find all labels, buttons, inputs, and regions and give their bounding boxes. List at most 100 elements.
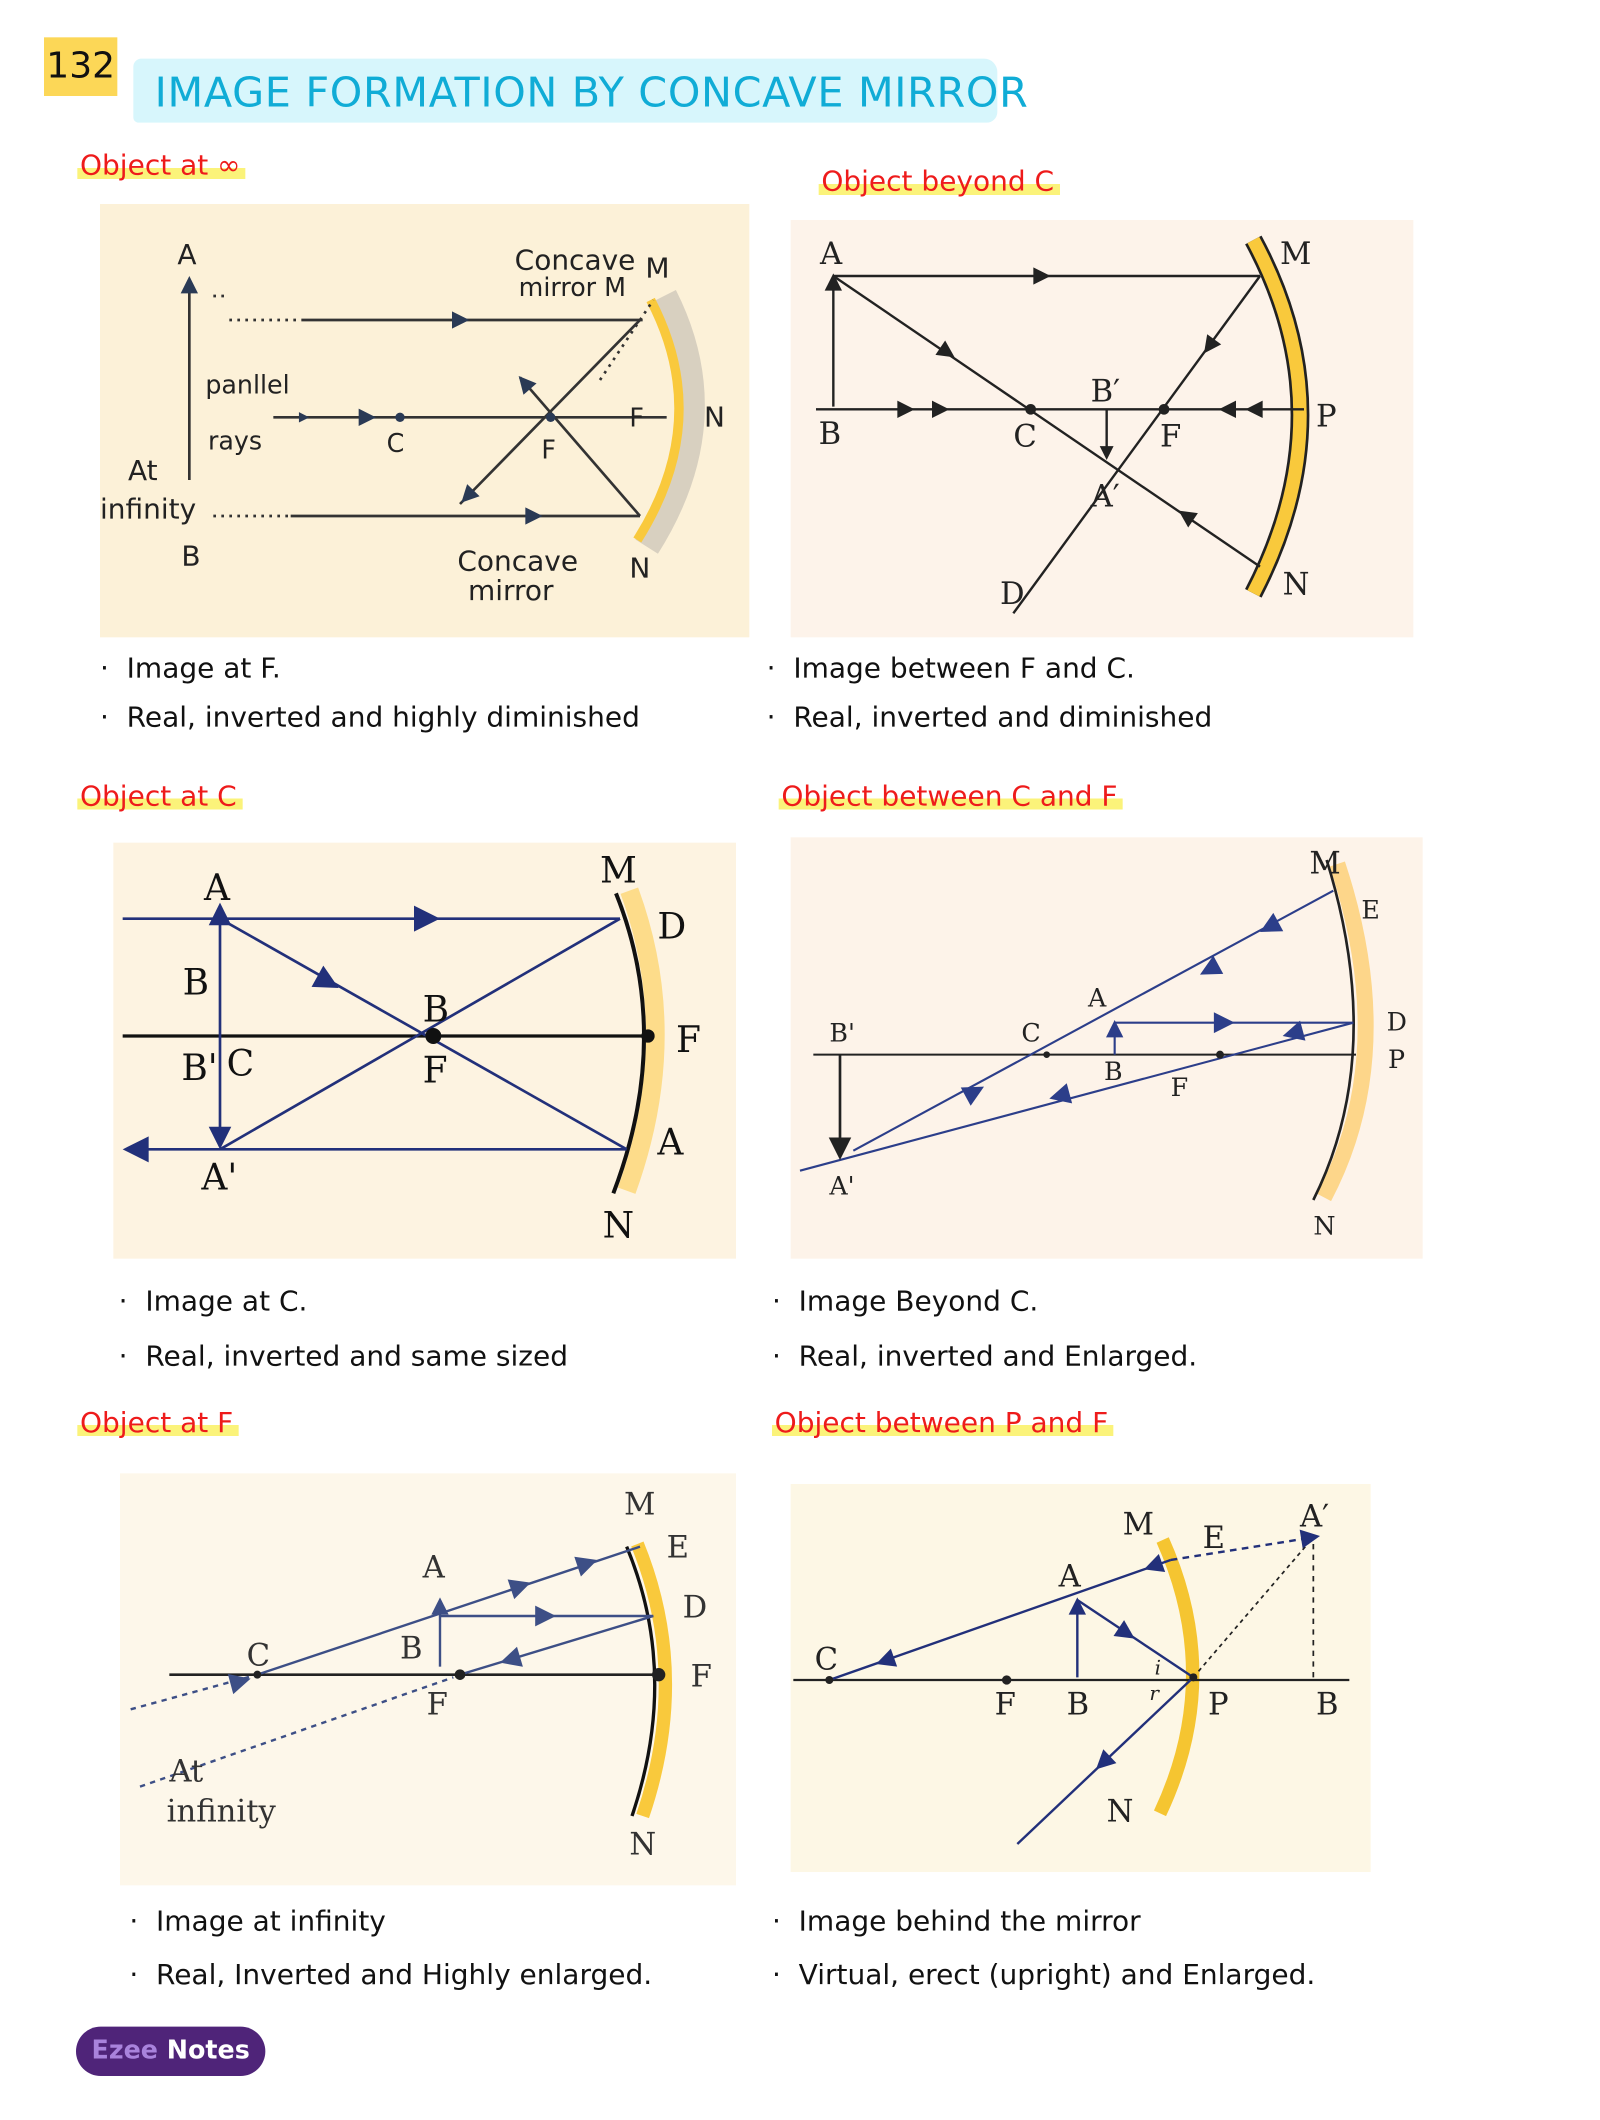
label: C xyxy=(247,1638,270,1673)
label: B xyxy=(183,963,209,1004)
label: A xyxy=(177,238,196,271)
point-c xyxy=(825,1675,834,1684)
label: A xyxy=(1087,983,1107,1013)
label: M xyxy=(600,851,637,892)
label: M xyxy=(1123,1508,1154,1543)
heading-object-at-c: Object at C xyxy=(77,779,243,812)
point-f xyxy=(1215,1050,1224,1059)
label: P xyxy=(1316,400,1337,435)
concave-mirror xyxy=(1312,859,1355,1201)
label: A′ xyxy=(1090,480,1120,515)
bullet: ·Real, inverted and Enlarged. xyxy=(771,1339,1198,1372)
label: B' xyxy=(829,1017,855,1047)
label: N xyxy=(1107,1794,1134,1829)
label: E xyxy=(1361,895,1380,925)
point-f xyxy=(454,1669,466,1680)
page-number: 132 xyxy=(43,37,118,96)
label: M xyxy=(645,251,669,284)
label: E xyxy=(667,1530,689,1565)
label: B xyxy=(1104,1056,1123,1086)
label: N xyxy=(629,1828,656,1863)
label: F xyxy=(691,1660,712,1695)
bullet: ·Image at infinity xyxy=(129,1905,386,1938)
point-c xyxy=(395,412,405,422)
page-title: IMAGE FORMATION BY CONCAVE MIRROR xyxy=(133,58,1028,123)
label: N xyxy=(1283,568,1310,603)
label: C xyxy=(1021,1017,1040,1047)
heading-object-beyond-c: Object beyond C xyxy=(818,165,1060,198)
label: F xyxy=(423,1051,448,1092)
label: F xyxy=(1171,1072,1189,1102)
label: A' xyxy=(200,1157,237,1198)
bullet: ·Real, inverted and highly diminished xyxy=(99,701,640,734)
bullet: ·Image Beyond C. xyxy=(771,1285,1039,1318)
label: C xyxy=(227,1044,255,1085)
label: C xyxy=(387,428,405,458)
heading-object-between-p-and-f: Object between P and F xyxy=(771,1406,1114,1439)
label: M xyxy=(1280,237,1311,272)
label: M xyxy=(1309,846,1340,881)
label: rays xyxy=(208,425,262,455)
label: D xyxy=(1000,577,1025,612)
label: F xyxy=(541,435,556,465)
label: B′ xyxy=(1091,374,1121,409)
bullet: ·Image between F and C. xyxy=(766,651,1135,684)
pole xyxy=(1189,1673,1198,1682)
label: At xyxy=(128,454,158,487)
point-f xyxy=(1158,403,1170,415)
label: A xyxy=(422,1550,446,1585)
label: B xyxy=(1067,1688,1090,1723)
point-c xyxy=(1025,403,1036,415)
bullet: ·Virtual, erect (upright) and Enlarged. xyxy=(771,1958,1316,1991)
label: E xyxy=(1203,1521,1225,1556)
diagram-object-beyond-c: A B M N P B′ A′ C F D xyxy=(790,219,1414,638)
heading-object-at-infinity: Object at ∞ xyxy=(77,149,246,182)
diagram-object-between-p-and-f: C F B P B M E A′ A N i r xyxy=(790,1483,1371,1872)
concave-mirror xyxy=(1247,236,1307,597)
label: C xyxy=(1013,420,1036,455)
label: N xyxy=(629,551,650,584)
pole xyxy=(641,1029,655,1043)
label: N xyxy=(603,1205,635,1246)
label: B xyxy=(423,989,449,1030)
label: F xyxy=(676,1020,701,1061)
label: N xyxy=(1313,1211,1335,1241)
diagram-object-at-c: A B B' C A' B F M D F A N xyxy=(113,842,736,1259)
point-c xyxy=(253,1670,262,1679)
label: F xyxy=(427,1688,448,1723)
bullet: ·Real, inverted and diminished xyxy=(766,701,1213,734)
diagram-object-at-f: M E D F N A B C F At infinity xyxy=(119,1473,736,1886)
bullet: ·Image behind the mirror xyxy=(771,1905,1141,1938)
label: A' xyxy=(828,1171,854,1201)
label: B' xyxy=(181,1048,217,1089)
label: panllel xyxy=(205,369,289,399)
label: N xyxy=(704,401,725,434)
label: mirror xyxy=(468,574,554,607)
label: F xyxy=(1160,420,1181,455)
bullet: ·Real, Inverted and Highly enlarged. xyxy=(129,1958,653,1991)
concave-mirror xyxy=(633,297,684,543)
bullet: ·Image at F. xyxy=(99,651,281,684)
heading-object-at-f: Object at F xyxy=(77,1406,239,1439)
label: F xyxy=(995,1688,1016,1723)
heading-object-between-c-and-f: Object between C and F xyxy=(778,779,1123,812)
label: r xyxy=(1149,1681,1160,1705)
label: Concave xyxy=(457,545,578,578)
pole xyxy=(651,1667,666,1682)
label: D xyxy=(683,1590,708,1625)
label: B xyxy=(1316,1688,1339,1723)
diagram-object-at-infinity: A B Concave mirror M M N N Concave mirro… xyxy=(99,203,750,638)
label: Concave xyxy=(515,243,636,276)
label: B xyxy=(819,417,842,452)
diagram-object-between-c-and-f: M E D P N B' C A B F A' xyxy=(790,837,1423,1259)
label: infinity xyxy=(167,1794,277,1829)
label: D xyxy=(1387,1007,1407,1037)
label: At xyxy=(168,1754,204,1789)
label: P xyxy=(1208,1688,1229,1723)
label: A xyxy=(656,1123,684,1164)
bullet: ·Image at C. xyxy=(118,1285,308,1318)
brand-logo: Ezee Notes xyxy=(75,2026,266,2076)
point-f xyxy=(425,1027,442,1044)
label: A xyxy=(1058,1560,1082,1595)
label: infinity xyxy=(100,493,196,526)
